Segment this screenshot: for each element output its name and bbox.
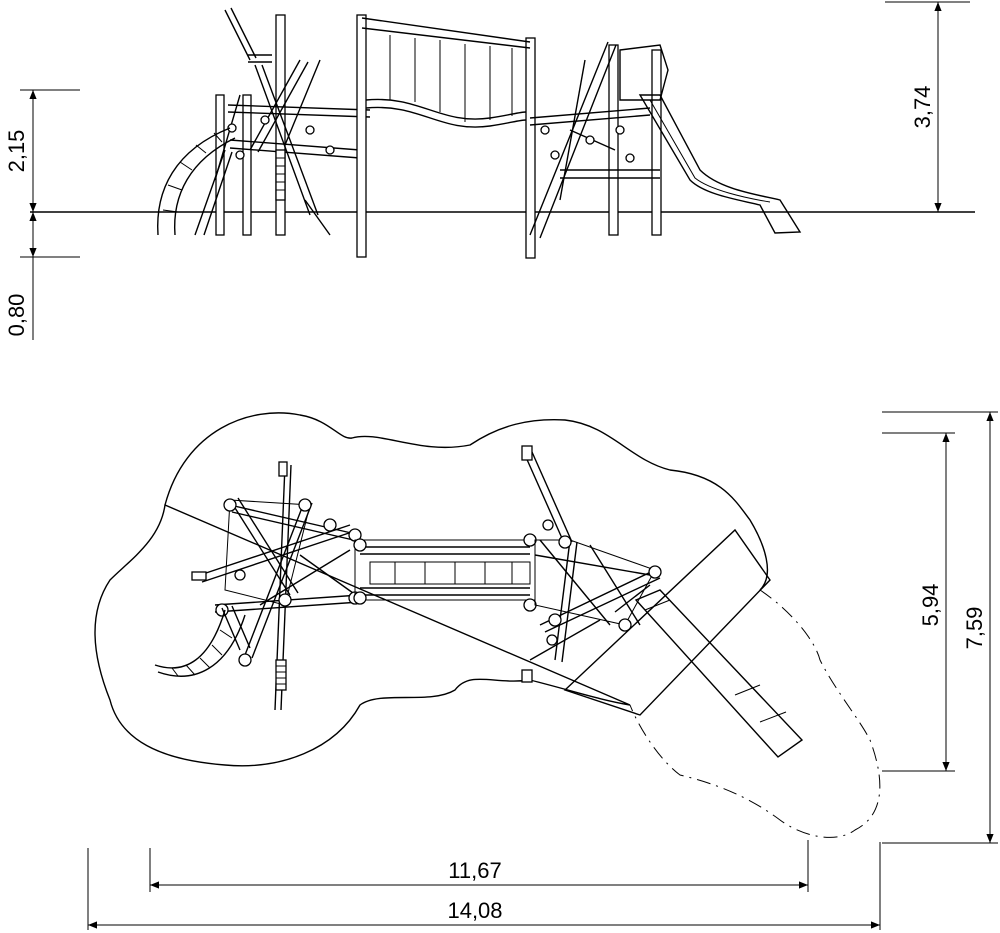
curved-ladder-plan bbox=[154, 605, 251, 677]
dim-label-0-80: 0,80 bbox=[4, 294, 29, 337]
dim-label-5-94: 5,94 bbox=[918, 584, 943, 627]
right-tower-plan bbox=[521, 445, 662, 683]
curved-ladder-side bbox=[157, 127, 236, 236]
left-tower bbox=[194, 7, 371, 236]
slide-plan bbox=[563, 528, 804, 758]
dim-inner-length: 11,67 bbox=[149, 840, 809, 892]
dim-inner-width: 5,94 bbox=[882, 432, 955, 772]
dim-height-above-ground: 2,15 bbox=[4, 89, 80, 212]
dim-label-2-15: 2,15 bbox=[4, 130, 29, 173]
dim-total-length: 14,08 bbox=[87, 842, 881, 930]
plan-view: 11,67 14,08 5,94 7,59 bbox=[87, 411, 998, 930]
dim-label-3-74: 3,74 bbox=[910, 86, 935, 129]
safety-zone-outline bbox=[94, 412, 768, 767]
right-tower bbox=[529, 41, 669, 239]
bridge-side bbox=[356, 14, 536, 259]
dim-label-7-59: 7,59 bbox=[962, 607, 987, 650]
dim-label-11-67: 11,67 bbox=[448, 858, 501, 883]
bridge-plan bbox=[353, 533, 537, 612]
slide-runout-zone bbox=[629, 589, 881, 838]
dim-depth-below-ground: 0,80 bbox=[4, 212, 80, 340]
dim-total-height: 3,74 bbox=[885, 1, 970, 213]
left-tower-plan bbox=[191, 461, 363, 711]
dim-total-width: 7,59 bbox=[882, 411, 998, 844]
slide-side bbox=[638, 94, 802, 234]
dim-label-14-08: 14,08 bbox=[447, 898, 502, 923]
side-elevation-view: 2,15 0,80 3,74 bbox=[4, 1, 975, 340]
